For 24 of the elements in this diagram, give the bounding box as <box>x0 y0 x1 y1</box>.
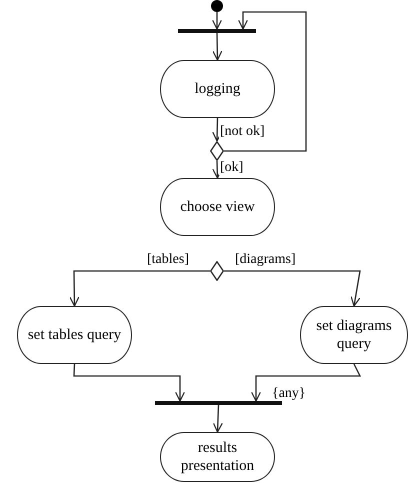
arrow <box>69 270 210 307</box>
arrow <box>250 364 362 402</box>
arrow <box>212 32 222 61</box>
activity-box: choose view <box>160 178 275 236</box>
activity-box: logging <box>160 60 275 118</box>
sync-bar <box>155 401 282 405</box>
activity-box: set diagrams query <box>300 306 408 364</box>
sync-bar <box>178 29 256 33</box>
arrow <box>224 11 307 152</box>
guard-label: [diagrams] <box>234 252 297 268</box>
decision-diamond <box>210 141 224 161</box>
guard-label: [not ok] <box>219 124 266 140</box>
guard-label: [tables] <box>146 252 190 268</box>
decision-diamond <box>210 261 224 281</box>
activity-box: results presentation <box>160 432 275 482</box>
arrow <box>224 270 361 307</box>
start-node <box>211 0 223 12</box>
arrow <box>212 12 222 30</box>
constraint-label: {any} <box>271 386 307 402</box>
arrow <box>212 160 222 179</box>
arrow <box>73 364 186 402</box>
guard-label: [ok] <box>219 160 244 176</box>
activity-box: set tables query <box>17 306 132 364</box>
arrow <box>212 404 223 433</box>
